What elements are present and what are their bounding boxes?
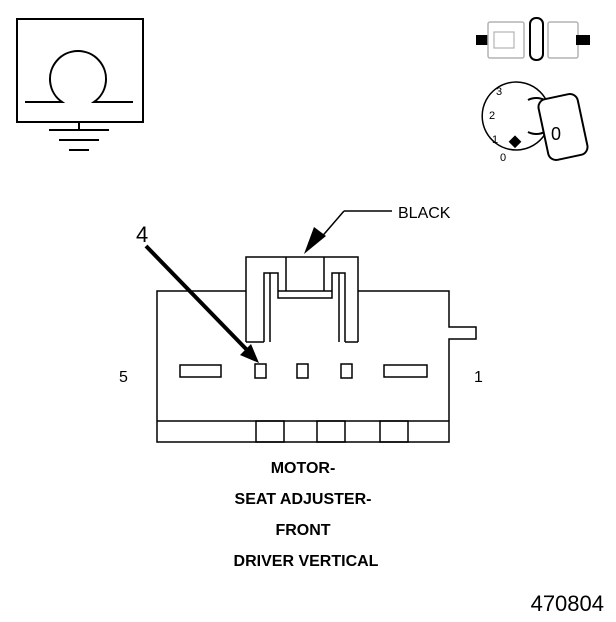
terminal-cavity-1 [383, 364, 428, 378]
connector-left-latch-icon [493, 31, 515, 49]
omega-icon [25, 50, 133, 103]
lock-tab-outer [245, 256, 359, 342]
color-callout-arrowhead-icon [304, 227, 326, 254]
connector-bottom-key-2 [316, 420, 346, 443]
ohm-symbol-ground-icon [16, 18, 144, 151]
connector-body-outline [156, 290, 477, 443]
terminal-cavity-4 [254, 363, 267, 379]
connector-right-housing-icon [547, 21, 579, 59]
ignition-arc-icon [481, 81, 549, 151]
caption-line-3: FRONT [275, 522, 330, 539]
connector-right-tab-icon [576, 35, 590, 45]
figure-reference-number: 470804 [531, 591, 604, 616]
ignition-position-0: 0 [500, 152, 506, 164]
ignition-pointer-icon [508, 135, 522, 149]
connector-pair-icon [476, 17, 590, 61]
connector-face [156, 256, 477, 443]
caption-line-4: DRIVER VERTICAL [234, 553, 379, 570]
lock-tab-inner [263, 272, 346, 342]
ignition-position-1: 1 [492, 134, 498, 146]
pin-callout-arrowhead-icon [240, 344, 259, 363]
connector-color-label: BLACK [398, 205, 451, 222]
connector-bottom-key-1 [255, 420, 285, 443]
ignition-position-3: 3 [496, 86, 502, 98]
ignition-position-2: 2 [489, 110, 495, 122]
cavity-end-label-left: 5 [119, 369, 128, 386]
caption-line-1: MOTOR- [271, 460, 336, 477]
caption-line-2: SEAT ADJUSTER- [235, 491, 372, 508]
connector-bottom-key-3 [379, 420, 409, 443]
connector-seal-icon [529, 17, 544, 61]
terminal-cavity-3 [296, 363, 309, 379]
cavity-end-label-right: 1 [474, 369, 483, 386]
terminal-cavity-2 [340, 363, 353, 379]
pin-callout-label: 4 [136, 222, 148, 247]
component-caption: MOTOR- SEAT ADJUSTER- FRONT DRIVER VERTI… [234, 460, 379, 570]
ohm-box-icon [16, 18, 144, 123]
key-symbol-label: 0 [551, 124, 561, 144]
connector-left-housing-icon [487, 21, 525, 59]
pin-callout-arrow-shaft [144, 244, 250, 353]
ignition-key-icon: 3 2 1 0 0 [481, 81, 589, 164]
connector-left-tab-icon [476, 35, 490, 45]
pin-callout: 4 [136, 222, 259, 363]
color-callout: BLACK [304, 205, 451, 254]
terminal-cavity-5 [179, 364, 222, 378]
key-head-icon [537, 93, 589, 161]
